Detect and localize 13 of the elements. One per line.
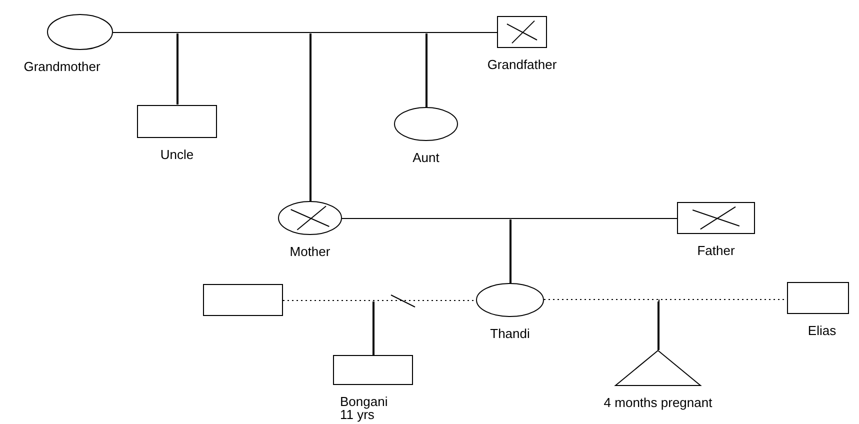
person-name: Thandi xyxy=(490,327,530,340)
person-name: Grandmother xyxy=(24,60,100,73)
person-name: 4 months pregnant xyxy=(604,396,712,409)
person-name: Aunt xyxy=(412,151,440,164)
person-name: Grandfather xyxy=(487,58,557,71)
person-name: Uncle xyxy=(160,148,194,160)
person-name: Bongani 11 yrs xyxy=(340,395,389,421)
person-name: Father xyxy=(697,244,735,257)
person-name: Mother xyxy=(290,245,330,258)
partner-line xyxy=(282,300,476,301)
person-name: Elias xyxy=(808,324,836,337)
family-line xyxy=(112,32,498,33)
family-line xyxy=(342,218,678,219)
